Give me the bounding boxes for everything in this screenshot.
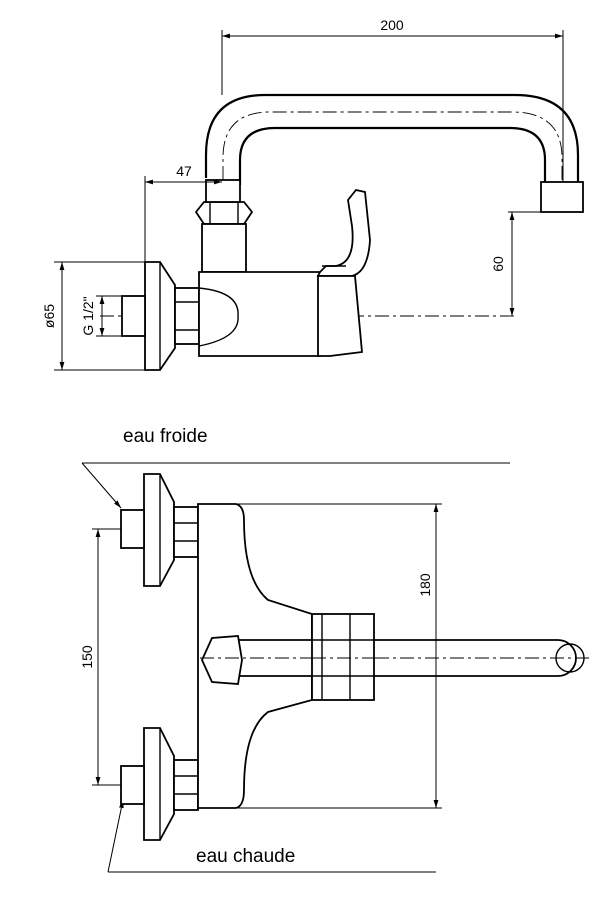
side-view: 200 47 60 ø65 G 1/2" [41,17,584,371]
cold-flange [143,473,175,587]
swivel-nut [194,201,254,225]
inlet-pipe [121,295,146,337]
spout-tube [204,93,580,182]
aerator [540,181,584,213]
dim-inlet-spacing: 150 [79,645,95,669]
mixer-body [198,271,321,357]
front-spout [219,639,577,677]
dim-spout-reach: 200 [380,17,404,33]
dim-body-height: 180 [417,573,433,597]
hot-flange [143,727,175,841]
dim-wall-offset: 47 [176,163,192,179]
label-hot-water: eau chaude [196,846,295,867]
cold-inlet-pipe [120,509,145,549]
hot-inlet-pipe [120,765,145,805]
dim-thread: G 1/2" [80,296,96,335]
dim-spout-height: 60 [490,256,506,272]
label-cold-water: eau froide [123,426,208,447]
front-view: eau froide eau chaude [79,426,590,873]
lever-handle [316,188,371,277]
dim-flange-diameter: ø65 [41,304,57,328]
